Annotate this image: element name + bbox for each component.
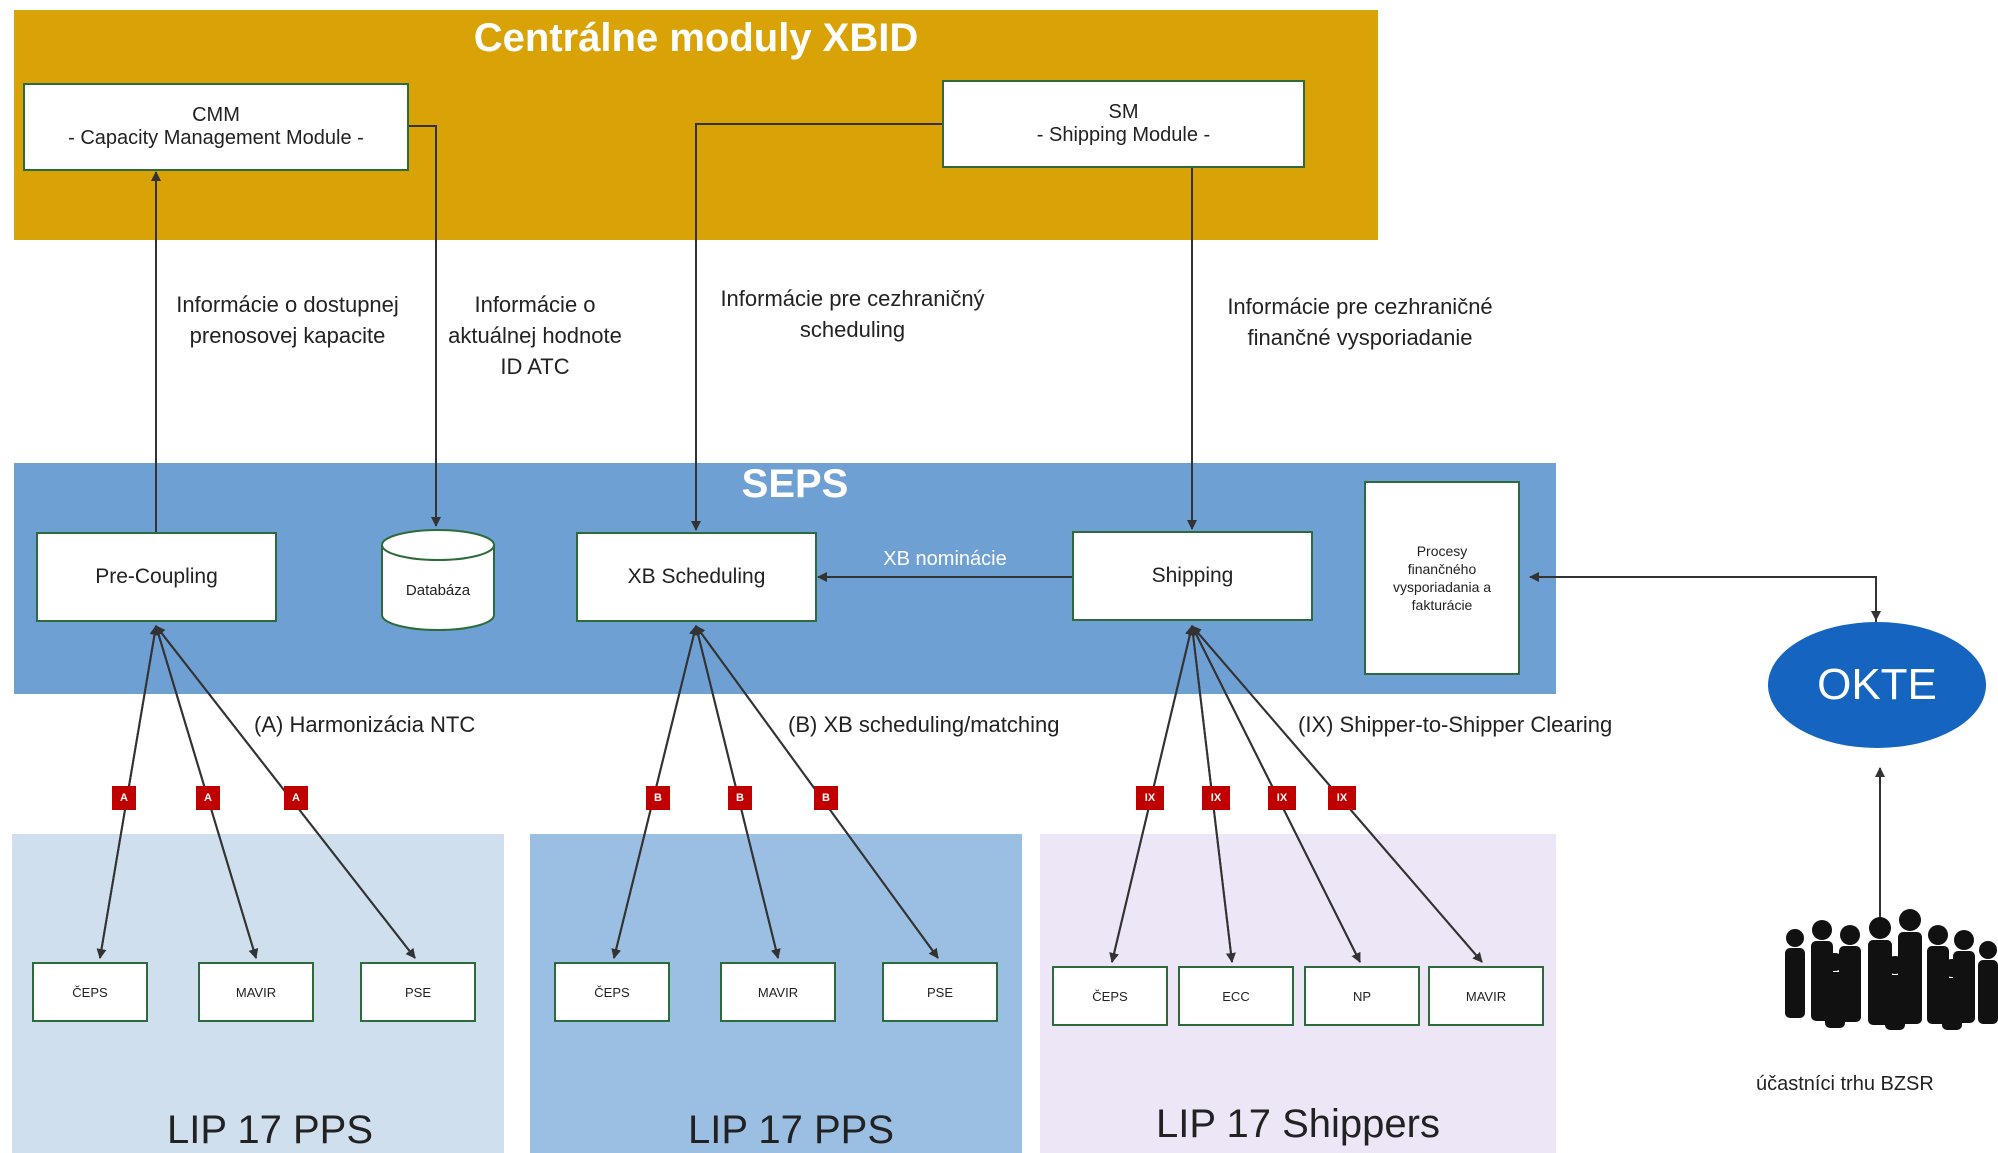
- shipping-label: Shipping: [1151, 564, 1234, 587]
- region2-title: LIP 17 PPS: [687, 1108, 895, 1152]
- market-participants-label: účastníci trhu BZSR: [1756, 1073, 1934, 1095]
- cmm-title: CMM: [192, 104, 240, 126]
- harmonization-label: (A) Harmonizácia NTC: [254, 712, 476, 737]
- tag-b-1: B: [646, 786, 670, 810]
- sm-box[interactable]: SM - Shipping Module -: [942, 80, 1305, 168]
- xb-scheduling-label: XB Scheduling: [627, 565, 766, 588]
- tag-ix-2: IX: [1202, 786, 1230, 810]
- okte-label: OKTE: [1817, 660, 1937, 709]
- sm-subtitle: - Shipping Module -: [1036, 124, 1211, 146]
- sm-title: SM: [1108, 101, 1139, 123]
- shipping-box[interactable]: Shipping: [1072, 531, 1313, 621]
- tag-ix-1: IX: [1136, 786, 1164, 810]
- region1-title: LIP 17 PPS: [166, 1108, 374, 1152]
- tag-ix-4: IX: [1328, 786, 1356, 810]
- atc-info-label: Informácie o aktuálnej hodnote ID ATC: [448, 292, 622, 379]
- tag-a-1: A: [112, 786, 136, 810]
- clearing-label: (IX) Shipper-to-Shipper Clearing: [1298, 712, 1613, 737]
- region1-box-pse[interactable]: PSE: [360, 962, 476, 1022]
- region3-box-mavir[interactable]: MAVIR: [1428, 966, 1544, 1026]
- xb-nominations-label: XB nominácie: [883, 548, 1007, 570]
- pre-coupling-label: Pre-Coupling: [95, 565, 218, 588]
- tag-ix-3: IX: [1268, 786, 1296, 810]
- scheduling-info-label: Informácie pre cezhraničný scheduling: [720, 286, 985, 342]
- okte-node[interactable]: OKTE: [1768, 622, 1986, 748]
- tag-b-2: B: [728, 786, 752, 810]
- cmm-box[interactable]: CMM - Capacity Management Module -: [23, 83, 409, 171]
- region3-box-ceps[interactable]: ČEPS: [1052, 966, 1168, 1026]
- region3-box-np[interactable]: NP: [1304, 966, 1420, 1026]
- tag-b-3: B: [814, 786, 838, 810]
- tag-a-2: A: [196, 786, 220, 810]
- region1-box-mavir[interactable]: MAVIR: [198, 962, 314, 1022]
- scheduling-matching-label: (B) XB scheduling/matching: [788, 712, 1060, 737]
- settlement-box[interactable]: Procesy finančného vysporiadania a faktu…: [1364, 481, 1520, 675]
- region3-box-ecc[interactable]: ECC: [1178, 966, 1294, 1026]
- xb-scheduling-box[interactable]: XB Scheduling: [576, 532, 817, 622]
- xbid-title: Centrálne moduly XBID: [473, 16, 919, 60]
- settlement-info-label: Informácie pre cezhraničné finančné vysp…: [1227, 294, 1493, 350]
- cmm-subtitle: - Capacity Management Module -: [68, 127, 364, 149]
- region1-box-ceps[interactable]: ČEPS: [32, 962, 148, 1022]
- pre-coupling-box[interactable]: Pre-Coupling: [36, 532, 277, 622]
- region2-box-ceps[interactable]: ČEPS: [554, 962, 670, 1022]
- region3-title: LIP 17 Shippers: [1156, 1102, 1440, 1146]
- tag-a-3: A: [284, 786, 308, 810]
- database-label: Databáza: [405, 582, 471, 599]
- capacity-info-label: Informácie o dostupnej prenosovej kapaci…: [176, 292, 399, 348]
- region2-box-pse[interactable]: PSE: [882, 962, 998, 1022]
- seps-title: SEPS: [741, 462, 849, 506]
- region2-box-mavir[interactable]: MAVIR: [720, 962, 836, 1022]
